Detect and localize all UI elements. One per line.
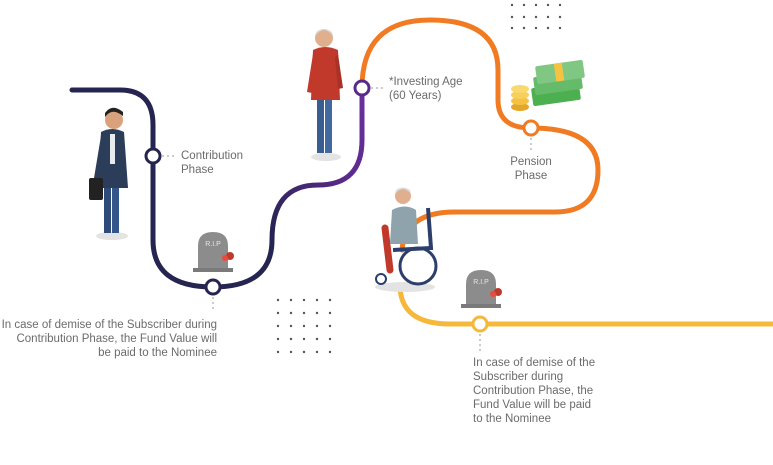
- tombstone-pension-text: R.I.P: [473, 279, 489, 286]
- connector-lines: [162, 87, 532, 352]
- annuity-path: [397, 282, 773, 327]
- investing-age-line-2: (60 Years): [389, 90, 442, 102]
- investing-age-node: [353, 79, 371, 97]
- contribution-phase-label: Contribution Phase: [181, 149, 243, 177]
- demise-pension-line-3: Contribution Phase, the: [473, 385, 594, 397]
- young-subscriber-illustration: [89, 107, 128, 240]
- senior-subscriber-illustration: [307, 29, 343, 161]
- pension-phase-line-1: Pension: [510, 156, 552, 168]
- demise-pension-label: In case of demise of the Subscriber duri…: [473, 356, 595, 426]
- demise-contribution-label: In case of demise of the Subscriber duri…: [0, 318, 217, 360]
- money-stack-illustration: [511, 60, 585, 111]
- pension-phase-label: Pension Phase: [486, 155, 576, 183]
- pension-node: [522, 119, 540, 137]
- transition-path: [269, 85, 365, 243]
- demise-contribution-node: [204, 278, 222, 296]
- tombstone-contribution-icon: R.I.P: [193, 232, 234, 272]
- dot-grid-top: [510, 3, 562, 30]
- demise-pension-line-4: Fund Value will be paid: [473, 399, 592, 411]
- investing-age-line-1: *Investing Age: [389, 76, 463, 88]
- demise-pension-line-2: Subscriber during: [473, 371, 564, 383]
- dot-grid-middle: [276, 298, 332, 354]
- pension-phase-line-2: Phase: [514, 170, 548, 182]
- demise-contribution-line-1: In case of demise of the Subscriber duri…: [1, 319, 217, 331]
- contribution-path: [69, 87, 275, 290]
- demise-pension-line-5: to the Nominee: [473, 413, 551, 425]
- contribution-node: [144, 147, 162, 165]
- investing-age-label: *Investing Age (60 Years): [389, 75, 463, 103]
- demise-contribution-line-3: be paid to the Nominee: [98, 347, 217, 359]
- demise-contribution-line-2: Contribution Phase, the Fund Value will: [16, 333, 217, 345]
- contribution-phase-line-2: Phase: [181, 164, 214, 176]
- tombstone-pension-icon: R.I.P: [461, 270, 502, 308]
- contribution-phase-line-1: Contribution: [181, 150, 244, 162]
- tombstone-contribution-text: R.I.P: [205, 241, 221, 248]
- demise-pension-node: [471, 315, 489, 333]
- wheelchair-pensioner-illustration: [375, 187, 438, 292]
- demise-pension-line-1: In case of demise of the: [473, 357, 596, 369]
